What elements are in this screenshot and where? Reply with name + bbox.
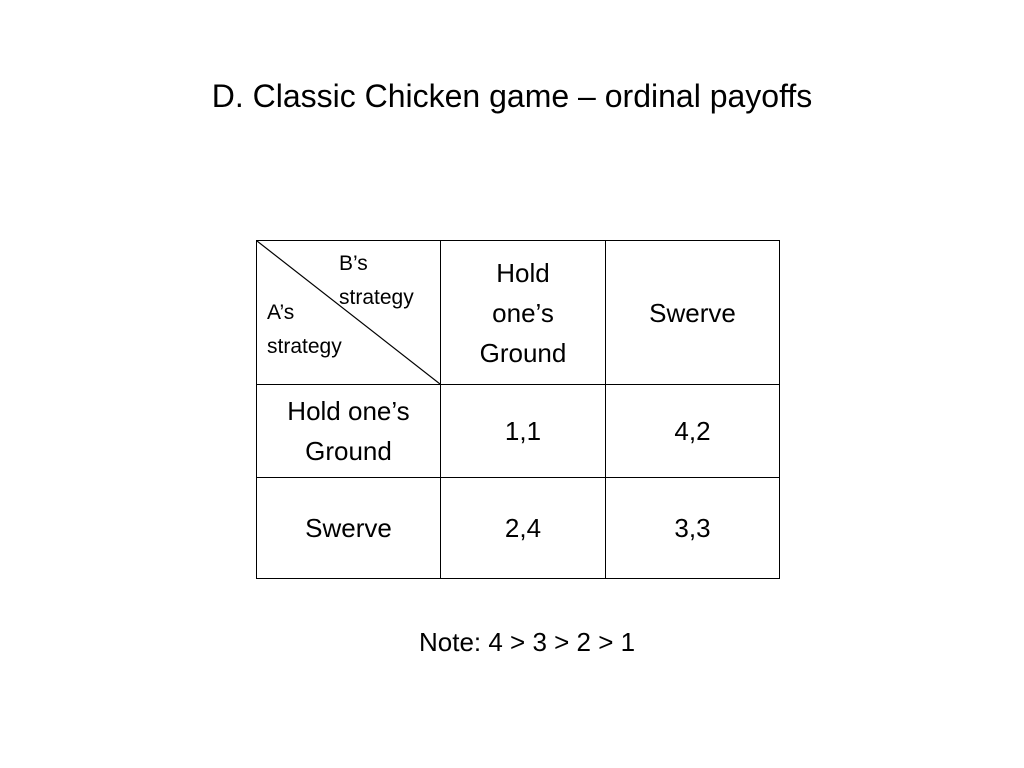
corner-header-content: B’s strategy A’s strategy: [257, 241, 440, 384]
payoff-matrix-table: B’s strategy A’s strategy Hold one’s Gro…: [256, 240, 780, 579]
column-header-line: Swerve: [649, 297, 736, 328]
column-player-label: B’s strategy: [339, 247, 414, 315]
diagonal-divider-line: [257, 241, 440, 384]
payoff-cell: 2,4: [440, 477, 606, 579]
column-player-label-line: B’s: [339, 252, 368, 275]
row-player-label-line: A’s: [267, 301, 295, 324]
payoff-cell: 1,1: [440, 384, 606, 478]
payoff-cell: 3,3: [605, 477, 780, 579]
row-header-line: Swerve: [305, 513, 392, 543]
column-header-hold-ones-ground: Hold one’s Ground: [440, 240, 606, 385]
row-player-label-line: strategy: [267, 335, 342, 358]
slide-title: D. Classic Chicken game – ordinal payoff…: [211, 78, 813, 114]
column-player-label-line: strategy: [339, 286, 414, 309]
column-header-line: Ground: [479, 337, 567, 368]
row-header-swerve: Swerve: [256, 477, 441, 579]
table-row: Swerve 2,4 3,3: [256, 477, 780, 579]
row-header-hold-ones-ground: Hold one’s Ground: [256, 384, 441, 478]
row-header-line: Hold one’s: [287, 396, 410, 426]
column-header-line: Hold: [496, 257, 550, 288]
ordinal-ranking-note: Note: 4 > 3 > 2 > 1: [419, 627, 636, 657]
row-header-line: Ground: [305, 436, 392, 466]
table-row: Hold one’s Ground 1,1 4,2: [256, 384, 780, 478]
table-header-row: B’s strategy A’s strategy Hold one’s Gro…: [256, 240, 780, 385]
corner-header-cell: B’s strategy A’s strategy: [256, 240, 441, 385]
column-header-line: one’s: [492, 297, 554, 328]
column-header-swerve: Swerve: [605, 240, 780, 385]
payoff-cell: 4,2: [605, 384, 780, 478]
row-player-label: A’s strategy: [267, 296, 342, 364]
